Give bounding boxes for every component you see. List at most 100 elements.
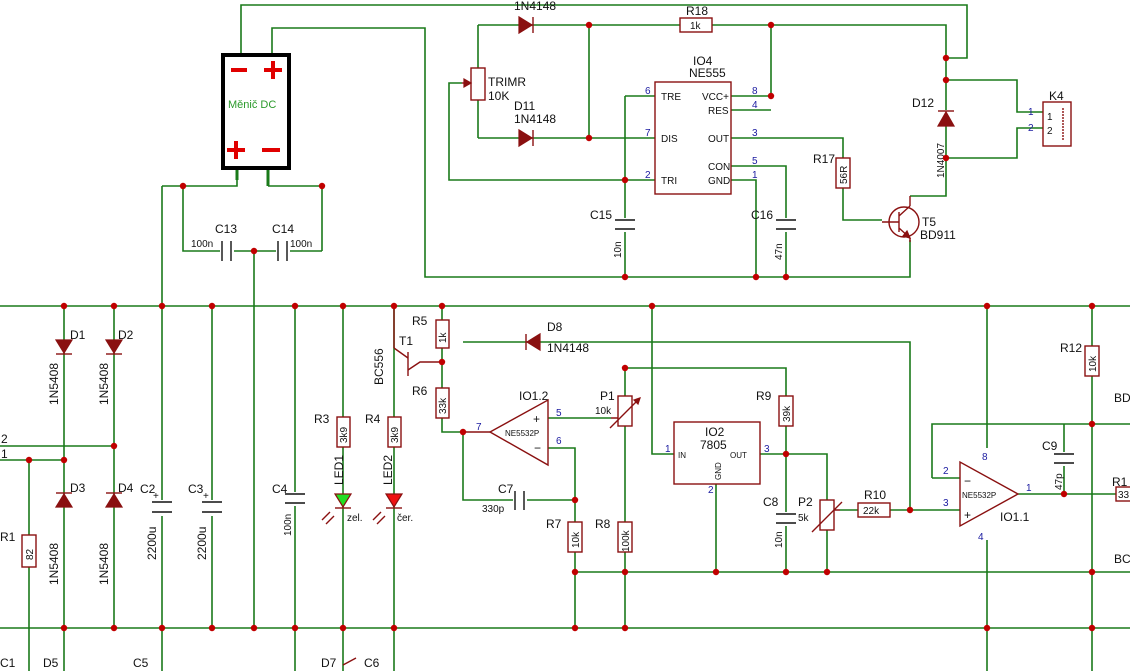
diode-d3[interactable]: D3 1N5408 — [47, 481, 86, 585]
d3-ref: D3 — [70, 481, 86, 495]
c13-ref: C13 — [215, 222, 237, 236]
resistor-r4[interactable]: 3k9 R4 — [365, 412, 402, 448]
junction-dot — [158, 302, 166, 310]
resistor-r8[interactable]: 100k R8 — [595, 517, 633, 553]
resistor-r5[interactable]: 1k R5 — [412, 314, 450, 349]
r4-ref: R4 — [365, 412, 381, 426]
capacitor-c16[interactable]: C16 47n — [751, 208, 797, 260]
k4-pin1-wire — [946, 79, 1043, 113]
capacitor-c3[interactable]: + C3 2200u — [188, 482, 223, 560]
c4-ref: C4 — [272, 482, 288, 496]
transistor-t1[interactable]: T1 BC556 — [372, 306, 442, 385]
io4-value: NE555 — [689, 66, 726, 80]
resistor-r10[interactable]: 22k R10 — [857, 488, 891, 518]
c3-plus: + — [203, 491, 209, 502]
d8-ref: D8 — [547, 320, 563, 334]
diode-d2[interactable]: D2 1N5408 — [97, 328, 134, 405]
resistor-r17[interactable]: 56R R17 — [813, 152, 851, 189]
d5-ref: D5 — [43, 656, 59, 670]
capacitor-c15[interactable]: C15 10n — [590, 208, 636, 258]
diode-d8[interactable]: D8 1N4148 — [525, 320, 589, 355]
d2-value: 1N5408 — [97, 363, 111, 405]
led-led2[interactable]: LED2 čer. — [372, 455, 413, 525]
wires — [0, 4, 1130, 671]
junction-dot — [942, 76, 950, 84]
ne555-gnd: GND — [708, 176, 730, 187]
junction-dot — [1060, 490, 1068, 498]
resistor-r18[interactable]: 1k R18 — [679, 4, 713, 33]
capacitor-c8[interactable]: C8 10n — [763, 495, 797, 548]
junction-dot — [179, 182, 187, 190]
resistor-r3[interactable]: 3k9 R3 — [314, 412, 351, 448]
t1-value: BC556 — [372, 348, 386, 385]
junction-dot — [571, 624, 579, 632]
r18-ref: R18 — [686, 4, 708, 18]
r6-ref: R6 — [412, 384, 428, 398]
junction-dot — [782, 568, 790, 576]
resistor-r6[interactable]: 33k R6 — [412, 384, 450, 419]
io12-pin-out: 7 — [476, 422, 482, 433]
io11-plus-sign: + — [964, 508, 971, 522]
junction-dot — [942, 154, 950, 162]
ne555-pin-3: 3 — [752, 128, 758, 139]
transistor-t5[interactable]: T5 BD911 — [882, 196, 956, 242]
capacitor-c4[interactable]: C4 100n — [272, 482, 306, 536]
led-led1[interactable]: LED1 zel. — [321, 455, 363, 525]
potentiometer-p1[interactable]: P1 10k — [595, 389, 641, 429]
io12-plus-sign: + — [533, 412, 540, 426]
reg-pin-2: 2 — [708, 485, 714, 496]
opamp-io12[interactable]: NE5532P IO1.2 7 5 6 + − — [463, 389, 562, 467]
gnd-555-wire — [731, 179, 757, 277]
p1-ref: P1 — [600, 389, 615, 403]
junction-dot — [621, 568, 629, 576]
capacitor-c2[interactable]: + C2 2200u — [140, 482, 173, 560]
r18-value: 1k — [690, 21, 702, 32]
capacitor-c7[interactable]: C7 330p — [482, 482, 527, 515]
diode-d1[interactable]: D1 1N5408 — [47, 328, 86, 405]
capacitor-c9[interactable]: C9 47p — [1042, 439, 1075, 490]
c13-c14-wire — [182, 186, 322, 252]
d3-value: 1N5408 — [47, 543, 61, 585]
ne555-pin-8: 8 — [752, 86, 758, 97]
junction-dot — [782, 273, 790, 281]
connector-k4[interactable]: K4 1 2 1 2 — [1028, 89, 1072, 147]
converter-label: Měnič DC — [228, 99, 276, 111]
converter-minus-out-wire — [162, 168, 238, 187]
junction-dot — [1088, 302, 1096, 310]
input-labels: 2 1 — [1, 432, 8, 461]
resistor-r12[interactable]: 10k R12 — [1060, 341, 1100, 377]
junction-dot — [60, 456, 68, 464]
dc-converter[interactable]: Měnič DC — [221, 53, 291, 170]
resistor-r1[interactable]: 82 R1 — [0, 530, 37, 568]
k4-ref: K4 — [1049, 89, 1064, 103]
trimmer-trimr[interactable]: TRIMR 10K — [462, 67, 526, 103]
d2-ref: D2 — [118, 328, 134, 342]
r8-value: 100k — [621, 529, 632, 552]
ne555-pin-7: 7 — [645, 128, 651, 139]
r8-ref: R8 — [595, 517, 611, 531]
converter-plus-in-wire — [271, 27, 911, 278]
diode-d4[interactable]: D4 1N5408 — [97, 481, 134, 585]
regulator-io2[interactable]: IO2 7805 IN OUT GND 1 2 3 — [665, 421, 770, 496]
resistor-r9[interactable]: 39k R9 — [756, 389, 794, 427]
capacitor-c13[interactable]: C13 100n — [191, 222, 237, 262]
junction-dot — [585, 21, 593, 29]
io2-ref: IO2 — [705, 425, 725, 439]
junction-dot — [648, 302, 656, 310]
junction-dot — [906, 506, 914, 514]
con-wire — [731, 165, 787, 277]
diode-d12[interactable]: D12 1N4007 — [912, 96, 956, 178]
diode-d10[interactable]: 1N4148 — [514, 0, 556, 35]
opamp-io11[interactable]: NE5532P IO1.1 − + 2 3 1 8 4 — [943, 452, 1032, 543]
ne555-pin-1: 1 — [752, 170, 758, 181]
capacitor-c14[interactable]: C14 100n — [272, 222, 312, 262]
timer-io4[interactable]: IO4 NE555 TRE DIS TRI VCC+ RES OUT CON G… — [645, 54, 758, 195]
junction-dot — [208, 302, 216, 310]
c7-loop-wire — [462, 432, 575, 501]
potentiometer-p2[interactable]: P2 5k — [798, 495, 843, 533]
io12-ref: IO1.2 — [519, 389, 549, 403]
c8-value: 10n — [774, 531, 785, 548]
diode-d11[interactable]: D11 1N4148 — [514, 99, 556, 148]
k4-conn2: 2 — [1028, 123, 1034, 134]
resistor-r7[interactable]: 10k R7 — [546, 517, 583, 553]
